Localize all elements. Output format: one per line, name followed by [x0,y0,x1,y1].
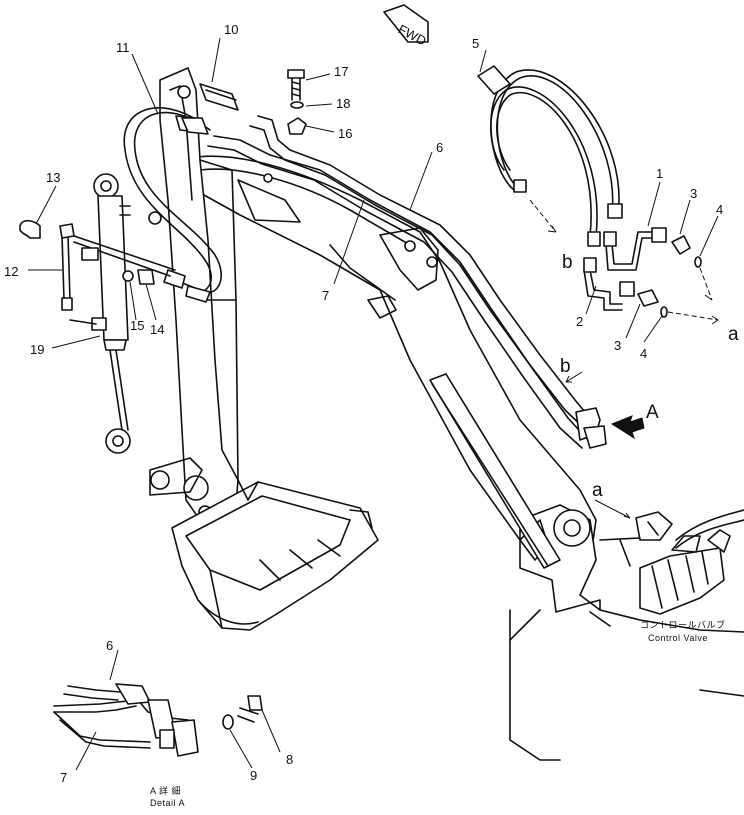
callout-6-detail: 6 [106,638,113,653]
elbow-13 [19,219,41,239]
block-19 [91,317,107,331]
o-ring-4a [694,256,702,268]
pipe-1 [603,227,667,271]
callout-14: 14 [150,322,164,337]
leader-lines [28,37,719,771]
callout-9: 9 [250,768,257,783]
bucket [171,479,379,631]
callout-8: 8 [286,752,293,767]
detail-a-label-jp: A 詳 細 [150,785,181,796]
control-valve [599,509,744,615]
hose-5 [477,65,623,247]
upper-structure [509,609,744,761]
callout-3a: 3 [690,186,697,201]
callout-15: 15 [130,318,144,333]
callout-2: 2 [576,314,583,329]
fwd-arrow-icon: FWD [383,4,429,49]
callout-11: 11 [116,40,130,55]
connector-b-bottom: b [560,356,571,377]
nut-14 [137,269,155,285]
detail-a [53,683,263,757]
callout-18: 18 [336,96,350,111]
connector-a-top: a [728,324,739,345]
fitting-3a [671,235,691,255]
pipe-clamp [575,407,607,449]
clamp-16 [287,117,307,135]
washer-15 [122,270,134,282]
arm-cylinder [93,173,131,454]
washer-18 [290,101,304,109]
callout-3b: 3 [614,338,621,353]
pipe-7 [207,135,589,449]
callout-16: 16 [338,126,352,141]
view-a-label: A [646,402,659,423]
boom-cylinder [429,373,561,569]
view-a-arrow-icon [610,415,645,440]
control-valve-label-en: Control Valve [648,633,708,643]
callout-19: 19 [30,342,44,357]
callout-7-detail: 7 [60,770,67,785]
callout-5: 5 [472,36,479,51]
callout-6: 6 [436,140,443,155]
pipe-2 [583,257,635,311]
detail-a-label-en: Detail A [150,798,185,808]
bolt-17 [287,69,305,101]
callout-17: 17 [334,64,348,79]
control-valve-label-jp: コントロールバルブ [640,619,726,630]
callout-4a: 4 [716,202,723,217]
callout-4b: 4 [640,346,647,361]
fitting-3b [637,289,659,307]
callout-7: 7 [322,288,329,303]
connector-a-bottom: a [592,480,603,501]
callout-13: 13 [46,170,60,185]
callout-12: 12 [4,264,18,279]
clamp-12b [81,247,99,261]
hose-10 [181,83,239,135]
callout-10: 10 [224,22,238,37]
callout-labels: 10 11 17 18 16 6 7 13 12 15 14 19 5 1 3 … [4,22,739,808]
callout-1: 1 [656,166,663,181]
o-ring-4b [660,306,668,318]
connector-b-top: b [562,252,573,273]
connection-lines [529,199,719,519]
